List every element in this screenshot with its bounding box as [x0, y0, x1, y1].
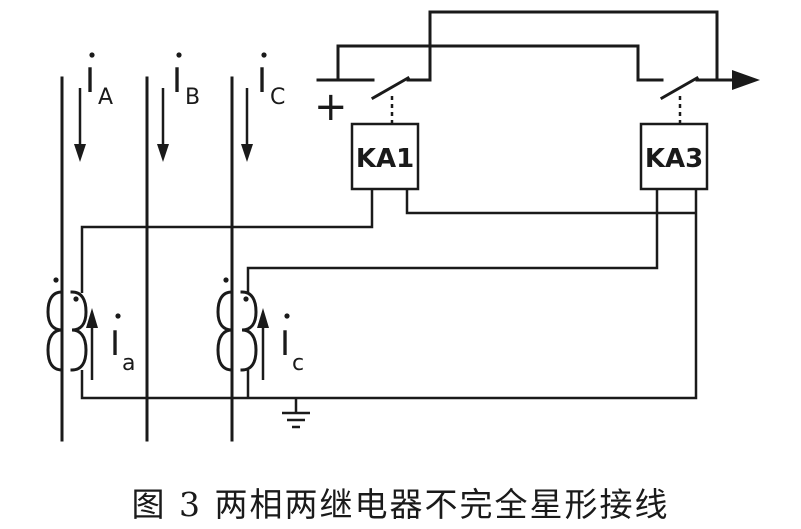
phase-a-current-arrow: [74, 88, 86, 162]
current-transformer-a: [46, 290, 88, 372]
current-transformer-c: [216, 290, 258, 372]
phase-c-current-arrow: [241, 88, 253, 162]
trip-output-arrow-icon: [732, 70, 760, 90]
circuit-diagram: I A I B I C I a I c: [46, 10, 760, 442]
ka1-contact-blade: [370, 75, 411, 101]
figure-caption: 图 3 两相两继电器不完全星形接线: [131, 485, 670, 524]
ct-c-current-arrow: [257, 308, 269, 380]
phase-c-phasor-dot: [261, 52, 267, 58]
ka3-contact-blade: [659, 75, 700, 101]
neutral-return-wire: [80, 190, 698, 400]
ct-c-polarity-dot-primary: [223, 277, 229, 283]
ct-a-current-label: I: [110, 324, 120, 364]
phase-c-current-label: I: [257, 61, 267, 101]
relay-ka3-label: KA3: [645, 144, 703, 174]
phase-b-current-label: I: [172, 61, 182, 101]
ct-c-polarity-dot-secondary: [243, 296, 249, 302]
ct-a-polarity-dot-primary: [53, 277, 59, 283]
ka1-to-return-wire: [405, 190, 696, 215]
relay-ka3-box: [639, 122, 709, 191]
ct-a-phasor-dot: [115, 313, 121, 319]
ct-c-current-subscript: c: [292, 351, 304, 376]
dc-positive-label: +: [314, 84, 348, 130]
ct-a-polarity-dot-secondary: [73, 296, 79, 302]
relay-ka1-box: [350, 122, 420, 191]
phase-b-current-arrow: [157, 88, 169, 162]
phase-a-current-subscript: A: [98, 85, 113, 110]
phase-b-phasor-dot: [176, 52, 182, 58]
phase-a-phasor-dot: [89, 52, 95, 58]
phase-b-current-subscript: B: [185, 85, 200, 110]
relay-ka1-label: KA1: [356, 144, 414, 174]
phase-c-current-subscript: C: [270, 85, 285, 110]
ct-a-current-arrow: [86, 308, 98, 380]
ground-symbol: [282, 398, 310, 429]
positive-to-ka3-wire: [336, 44, 664, 82]
ka1-contact-output: [406, 10, 719, 82]
ct-c-to-ka3-wire: [246, 190, 659, 293]
ct-a-to-ka1-wire: [80, 190, 374, 293]
phase-a-current-label: I: [85, 61, 95, 101]
ct-c-phasor-dot: [284, 313, 290, 319]
ct-a-current-subscript: a: [122, 351, 135, 376]
ct-c-current-label: I: [280, 324, 290, 364]
